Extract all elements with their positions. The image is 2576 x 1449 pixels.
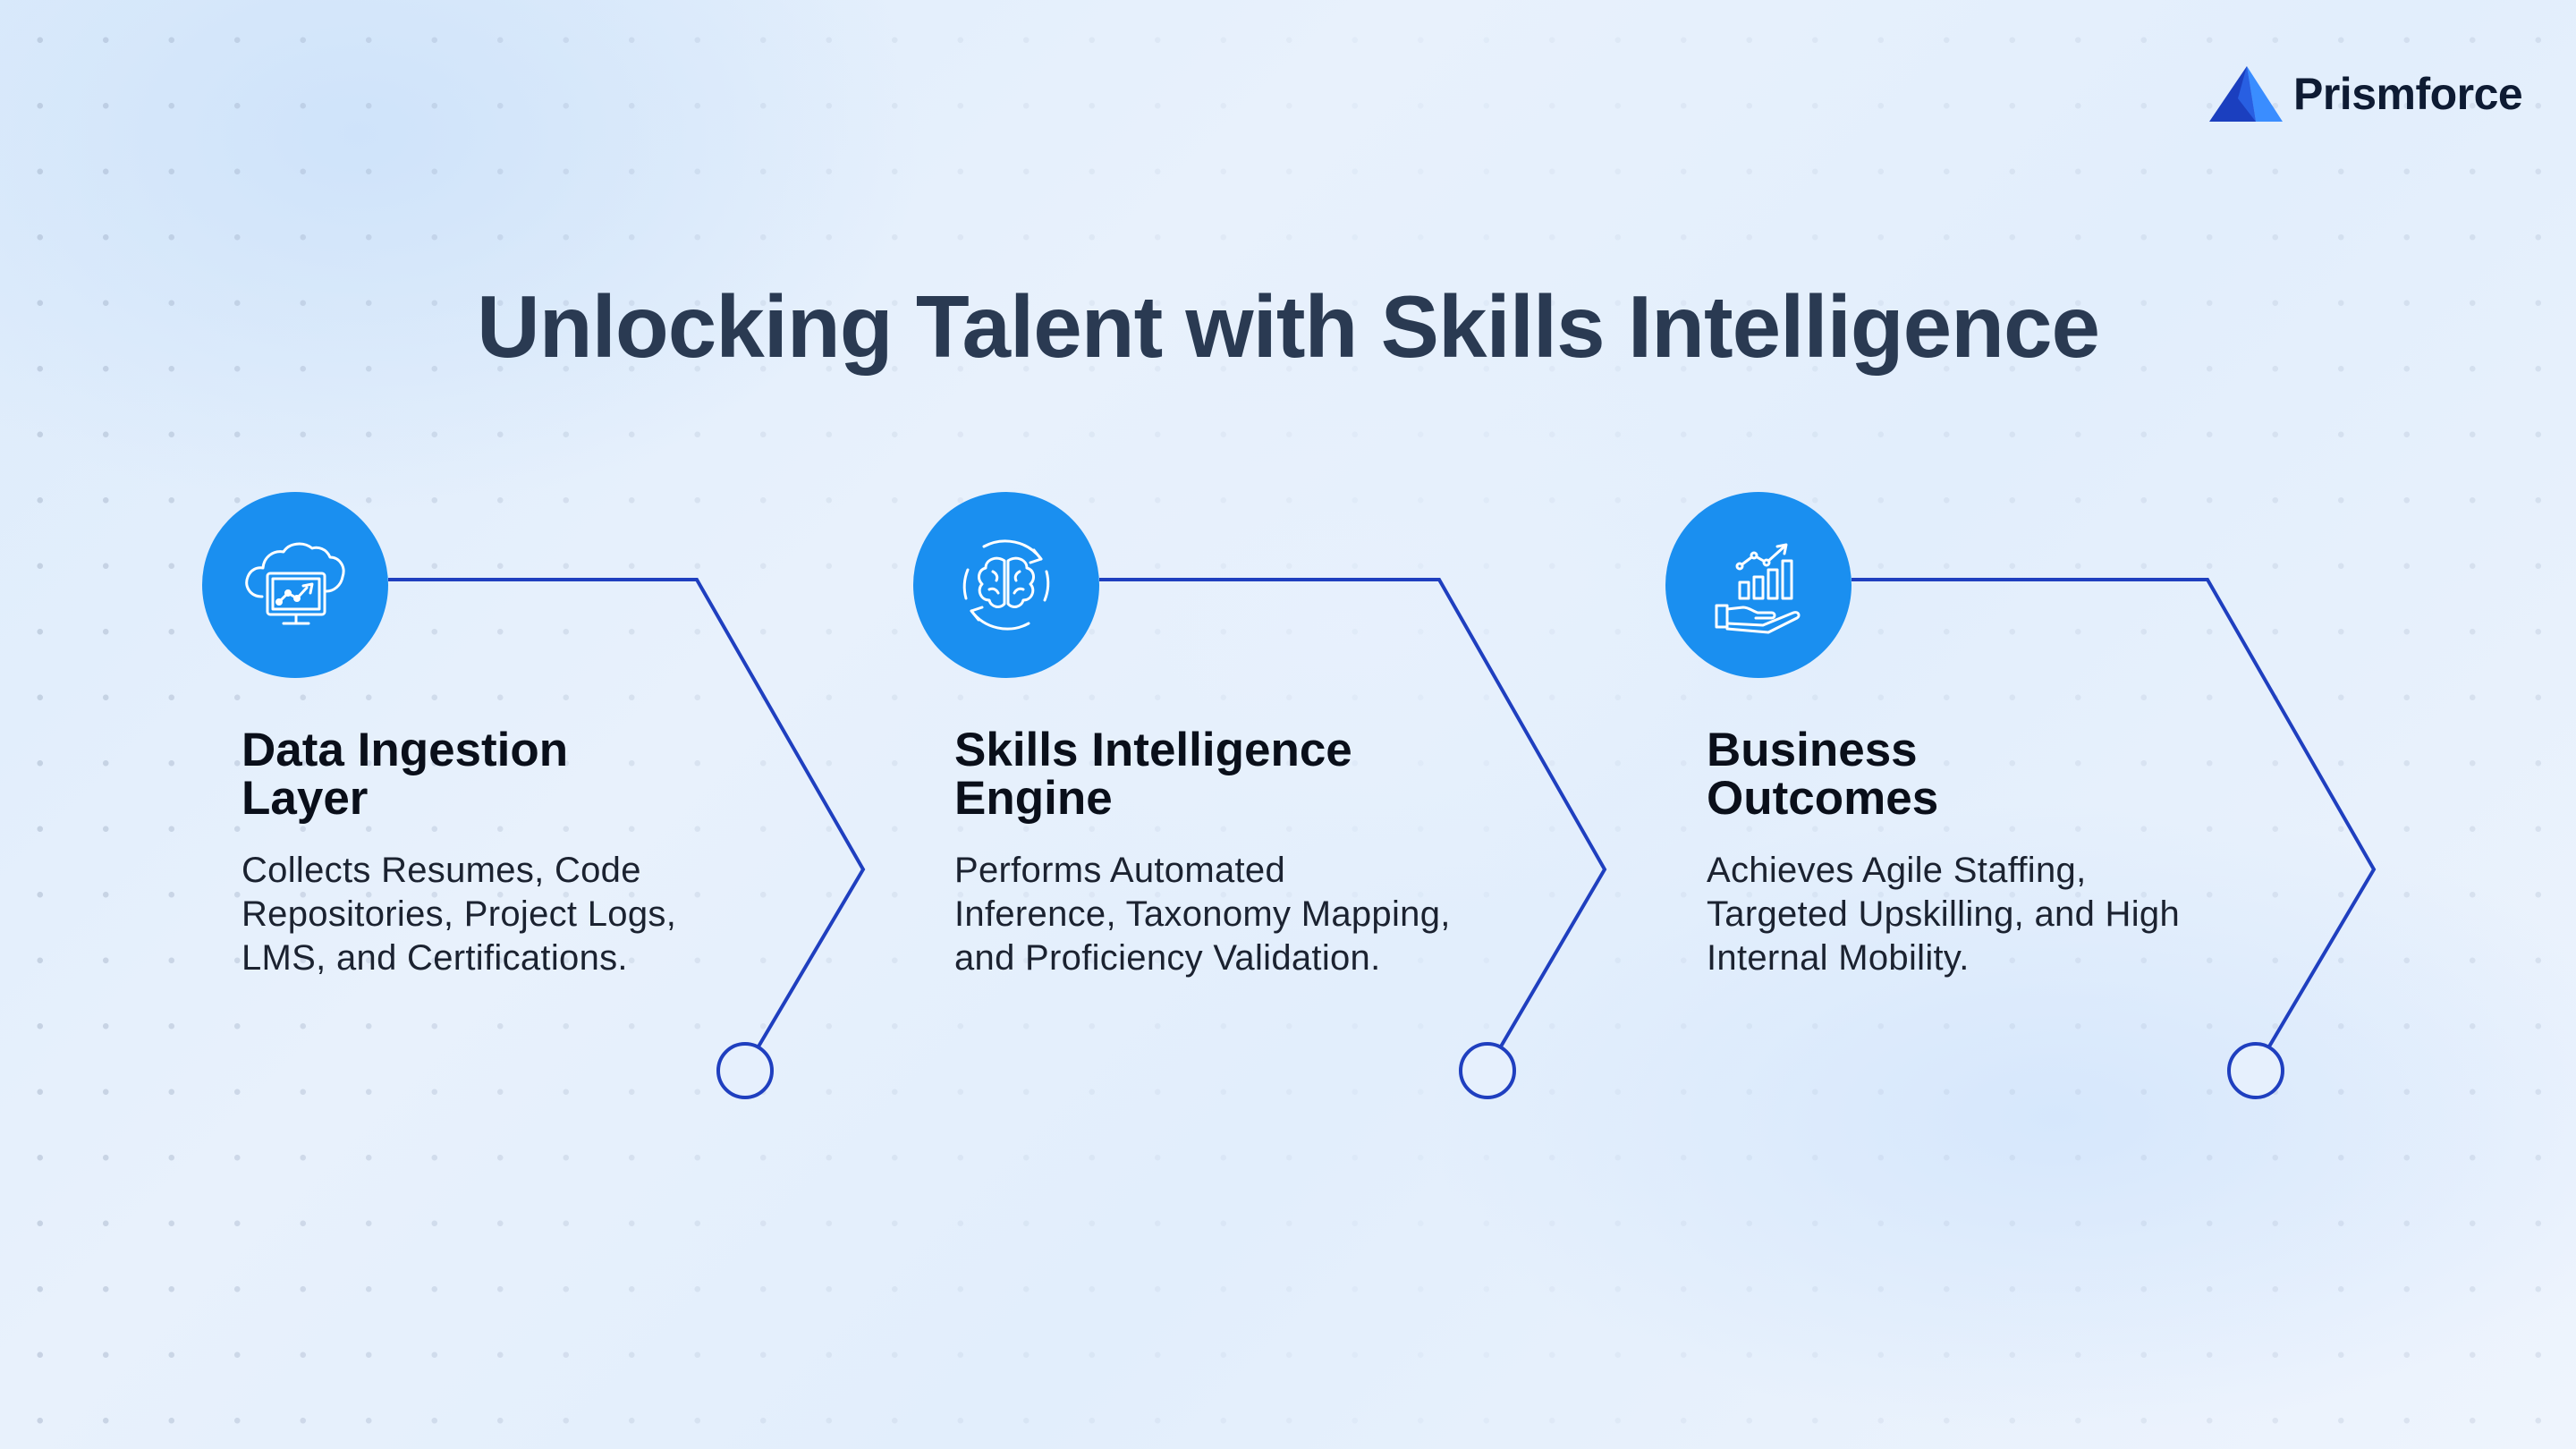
connector-end-node-3 (2227, 1042, 2284, 1099)
step-2-title: Skills Intelligence Engine (954, 726, 1455, 823)
brain-cycle-icon (962, 539, 1050, 631)
brand-name: Prismforce (2293, 69, 2523, 119)
step-1-desc-line-3: LMS, and Certifications. (242, 938, 628, 978)
step-2-desc-line-1: Performs Automated (954, 851, 1286, 890)
step-1-desc-line-2: Repositories, Project Logs, (242, 894, 677, 934)
hand-growth-chart-icon (1715, 543, 1801, 634)
step-1-title: Data Ingestion Layer (242, 726, 742, 823)
connector-end-node-1 (716, 1042, 774, 1099)
connector-end-node-2 (1459, 1042, 1516, 1099)
step-2-icon-circle (913, 492, 1099, 678)
step-1-desc-line-1: Collects Resumes, Code (242, 851, 641, 890)
step-3-title-line-1: Business (1707, 724, 1918, 776)
prism-triangle-icon (2209, 66, 2283, 122)
step-3-desc-line-1: Achieves Agile Staffing, (1707, 851, 2087, 890)
page-title: Unlocking Talent with Skills Intelligenc… (476, 277, 2100, 376)
step-3-icon-circle (1665, 492, 1852, 678)
step-3-desc-line-3: Internal Mobility. (1707, 938, 1970, 978)
step-3-title: Business Outcomes (1707, 726, 2207, 823)
step-2-desc-line-2: Inference, Taxonomy Mapping, (954, 894, 1451, 934)
step-1-title-line-2: Layer (242, 772, 369, 825)
step-3-description: Achieves Agile Staffing, Targeted Upskil… (1707, 849, 2279, 980)
step-1-icon-circle (202, 492, 388, 678)
brand-logo[interactable]: Prismforce (2207, 63, 2523, 125)
step-2-desc-line-3: and Proficiency Validation. (954, 938, 1381, 978)
step-2-title-line-2: Engine (954, 772, 1113, 825)
step-2-title-line-1: Skills Intelligence (954, 724, 1352, 776)
step-2-description: Performs Automated Inference, Taxonomy M… (954, 849, 1527, 980)
step-1-title-line-1: Data Ingestion (242, 724, 569, 776)
cloud-analytics-icon (245, 542, 345, 625)
step-3-desc-line-2: Targeted Upskilling, and High (1707, 894, 2180, 934)
step-3-title-line-2: Outcomes (1707, 772, 1939, 825)
step-1-description: Collects Resumes, Code Repositories, Pro… (242, 849, 814, 980)
